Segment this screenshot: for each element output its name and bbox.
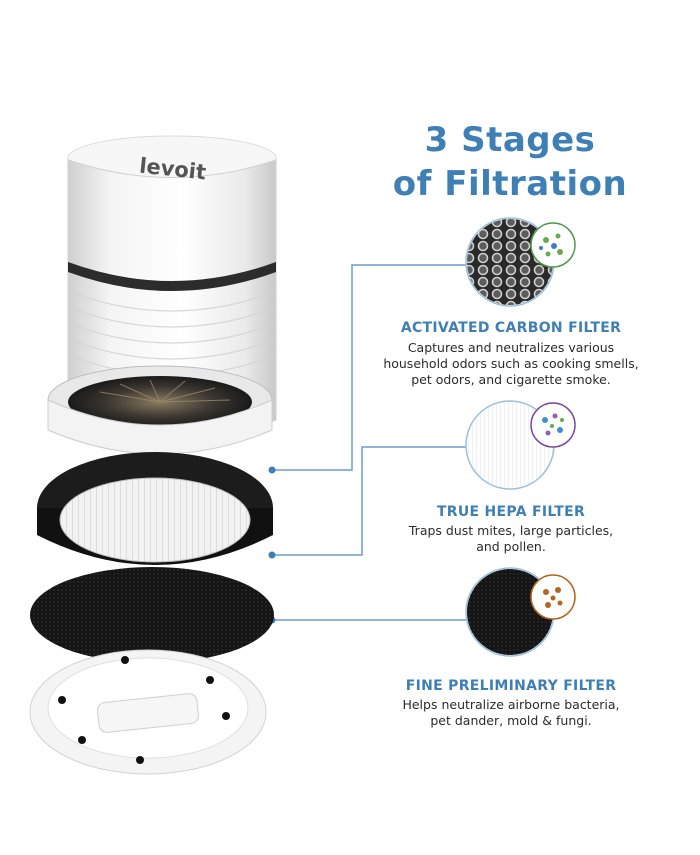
page-title: 3 Stages of Filtration [390, 118, 630, 206]
stage-3-description: Helps neutralize airborne bacteria, pet … [366, 697, 656, 729]
title-line-1: 3 Stages [424, 120, 596, 160]
pre-filter-mesh-icon [465, 567, 576, 657]
connector-lines [272, 264, 467, 621]
stage-1-heading: ACTIVATED CARBON FILTER [400, 320, 622, 336]
stage-3-heading: FINE PRELIMINARY FILTER [405, 678, 617, 694]
purifier-body [47, 135, 277, 455]
hepa-pleats-icon [465, 400, 576, 490]
connector-dots [268, 466, 276, 624]
stage-1-description: Captures and neutralizes various househo… [366, 340, 656, 388]
stage-2-description: Traps dust mites, large particles, and p… [366, 523, 656, 555]
stage-2-desc-line: and pollen. [476, 539, 546, 554]
stage-2-heading: TRUE HEPA FILTER [436, 504, 586, 520]
title-line-2: of Filtration [392, 164, 628, 204]
stage-2-desc-line: Traps dust mites, large particles, [408, 523, 614, 538]
stage-3-desc-line: Helps neutralize airborne bacteria, [402, 697, 620, 712]
carbon-honeycomb-icon [465, 217, 576, 307]
stage-3-desc-line: pet dander, mold & fungi. [430, 713, 592, 728]
hepa-filter-illustration [37, 452, 273, 565]
pre-filter-illustration [30, 567, 274, 663]
bottom-cover-illustration [29, 649, 267, 775]
stage-1-desc-line: household odors such as cooking smells, [383, 356, 639, 371]
stage-1-desc-line: Captures and neutralizes various [407, 340, 615, 355]
stage-1-desc-line: pet odors, and cigarette smoke. [411, 372, 611, 387]
